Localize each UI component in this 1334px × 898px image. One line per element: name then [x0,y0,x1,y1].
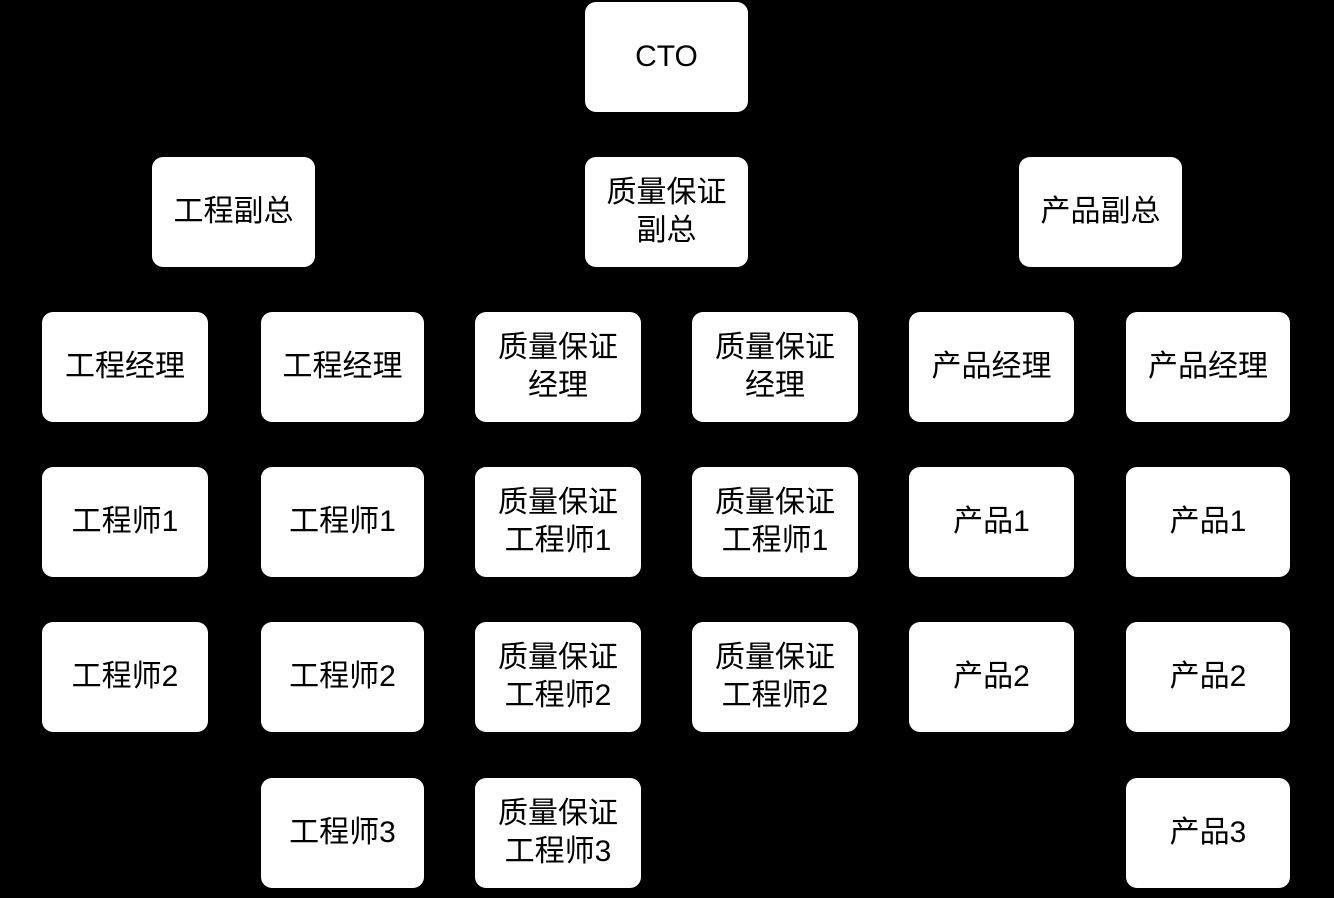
org-node-label: CTO [635,40,698,73]
org-node-product-vp: 产品副总 [1019,157,1182,267]
org-node-label: 质量保证 工程师1 [715,486,835,557]
org-node-eng-vp: 工程副总 [152,157,315,267]
org-node-label: 产品3 [1169,816,1247,849]
org-node-label: 产品副总 [1040,195,1161,228]
org-node-product-2a: 产品2 [909,622,1074,732]
org-node-engineer-3: 工程师3 [261,778,424,888]
org-node-qa-engineer-2a: 质量保证 工程师2 [475,622,641,732]
org-node-qa-vp: 质量保证 副总 [585,157,748,267]
org-node-engineer-1b: 工程师1 [261,467,424,577]
org-node-qa-manager-1: 质量保证 经理 [475,312,641,422]
org-node-engineer-1a: 工程师1 [42,467,208,577]
org-node-label: 工程经理 [65,350,185,383]
org-node-label: 工程师1 [71,505,179,538]
org-node-qa-engineer-1b: 质量保证 工程师1 [692,467,858,577]
org-node-product-manager-2: 产品经理 [1126,312,1290,422]
org-node-label: 产品2 [1169,660,1247,693]
org-node-label: 质量保证 工程师2 [498,641,618,712]
org-node-product-2b: 产品2 [1126,622,1290,732]
org-node-label: 质量保证 经理 [715,331,835,402]
org-node-label: 产品1 [1169,505,1247,538]
org-node-label: 质量保证 副总 [606,176,727,247]
org-node-label: 质量保证 工程师1 [498,486,618,557]
org-node-label: 工程师2 [71,660,179,693]
org-node-product-1b: 产品1 [1126,467,1290,577]
org-node-label: 产品1 [953,505,1030,538]
org-node-product-manager-1: 产品经理 [909,312,1074,422]
org-node-label: 产品2 [953,660,1030,693]
org-node-label: 工程师3 [289,816,396,849]
org-node-qa-engineer-2b: 质量保证 工程师2 [692,622,858,732]
org-node-label: 工程师1 [289,505,396,538]
org-node-eng-manager-2: 工程经理 [261,312,424,422]
org-node-qa-engineer-1a: 质量保证 工程师1 [475,467,641,577]
org-node-product-3: 产品3 [1126,778,1290,888]
org-node-label: 产品经理 [1148,350,1268,383]
org-node-engineer-2b: 工程师2 [261,622,424,732]
org-node-product-1a: 产品1 [909,467,1074,577]
org-node-label: 质量保证 经理 [498,331,618,402]
org-node-qa-engineer-3: 质量保证 工程师3 [475,778,641,888]
org-node-label: 工程师2 [289,660,396,693]
org-node-qa-manager-2: 质量保证 经理 [692,312,858,422]
org-node-label: 质量保证 工程师3 [498,797,618,868]
org-node-label: 产品经理 [931,350,1052,383]
org-node-label: 工程副总 [173,195,294,228]
org-node-label: 工程经理 [282,350,403,383]
org-node-eng-manager-1: 工程经理 [42,312,208,422]
org-node-label: 质量保证 工程师2 [715,641,835,712]
org-node-cto: CTO [585,2,748,112]
org-node-engineer-2a: 工程师2 [42,622,208,732]
